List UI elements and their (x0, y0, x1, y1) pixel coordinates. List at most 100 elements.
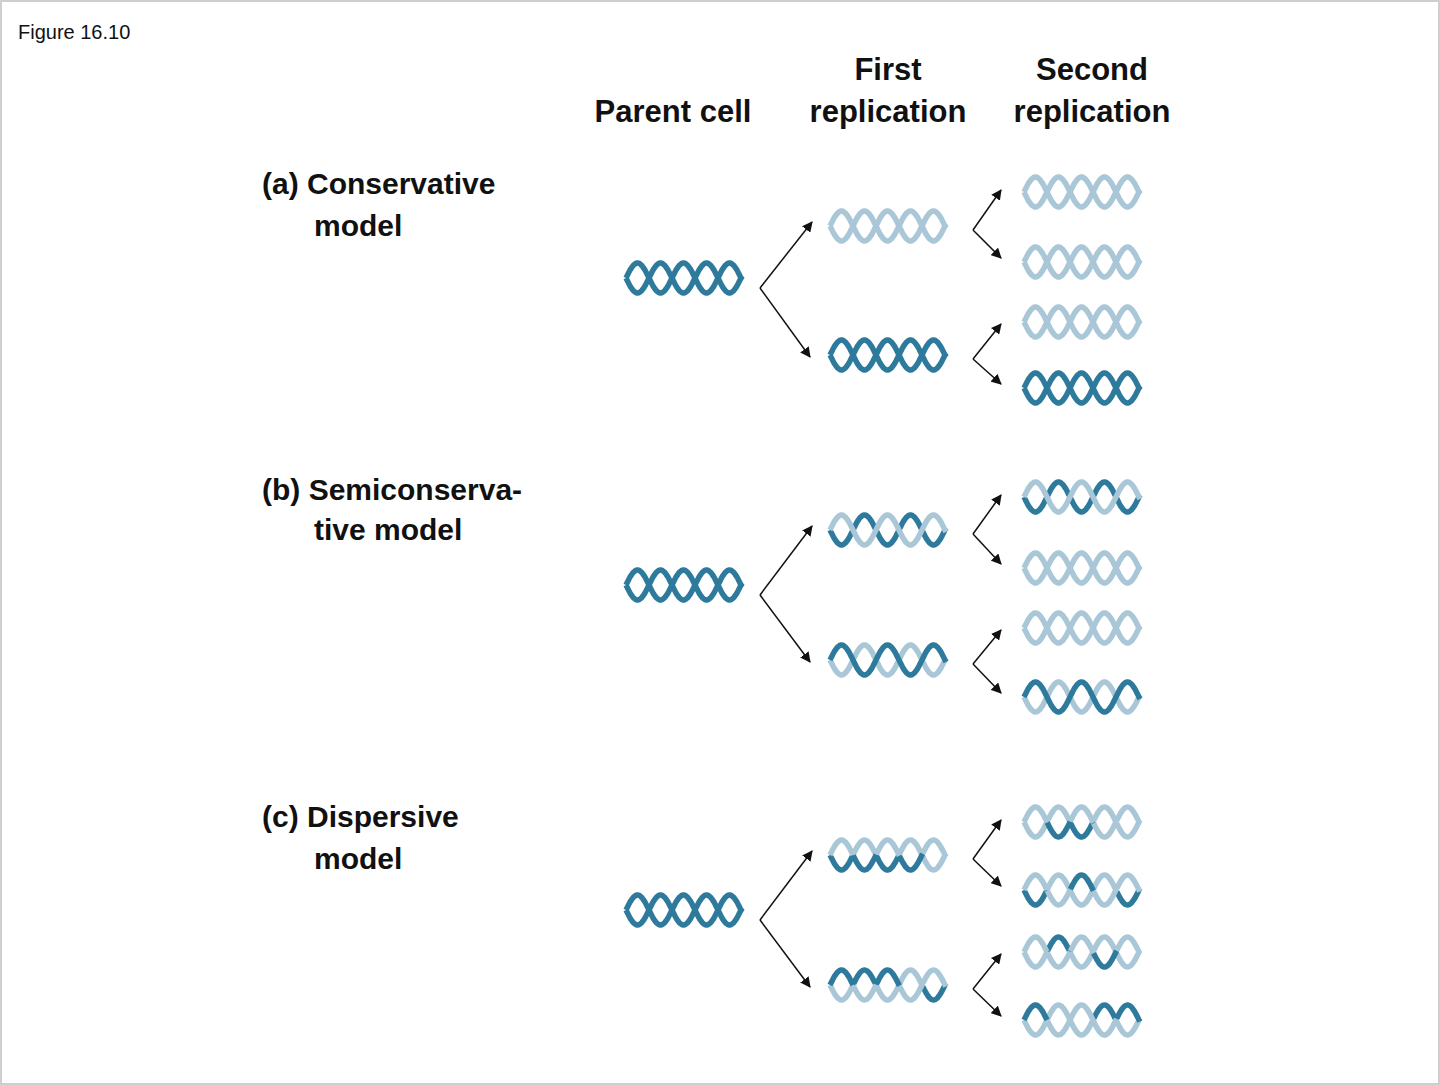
replication-arrow (973, 630, 1001, 664)
dna-strand (923, 983, 946, 1000)
dna-strand (1047, 937, 1070, 952)
dna-helix (830, 211, 946, 241)
dna-strand (830, 340, 946, 370)
replication-arrow (973, 859, 1001, 886)
dna-strand (876, 984, 899, 1000)
dna-strand (876, 840, 899, 856)
dna-strand (1024, 247, 1140, 277)
dna-helix (1024, 1005, 1140, 1035)
dna-strand (876, 970, 899, 986)
dna-strand (923, 853, 946, 870)
dna-strand (1070, 1005, 1093, 1021)
dna-strand (876, 854, 899, 870)
dna-strand (900, 840, 923, 856)
dna-strand (923, 840, 946, 857)
dna-strand (1117, 807, 1140, 824)
dna-strand (830, 855, 853, 870)
dna-strand (830, 840, 853, 855)
dna-strand (1024, 482, 1140, 512)
dna-strand (1094, 875, 1117, 891)
model-label: (a) Conservative model (262, 163, 537, 247)
dna-strand (830, 515, 946, 545)
dna-strand (1117, 937, 1140, 954)
dna-strand (1024, 952, 1047, 967)
dna-helix (1024, 937, 1140, 967)
dna-strand (830, 970, 853, 985)
dna-strand (830, 645, 946, 675)
dna-strand (1024, 553, 1140, 583)
replication-arrow (973, 664, 1001, 693)
dna-strand (1117, 820, 1140, 837)
dna-strand (1070, 1019, 1093, 1035)
dna-strand (626, 263, 742, 293)
dna-strand (1094, 889, 1117, 905)
replication-arrow (973, 820, 1001, 859)
dna-strand (1024, 875, 1047, 890)
dna-helix (1024, 247, 1140, 277)
dna-strand (830, 211, 946, 241)
replication-arrow (760, 920, 810, 987)
dna-strand (1094, 937, 1117, 953)
dna-strand (1024, 807, 1047, 822)
dna-strand (626, 570, 742, 600)
replication-arrow (973, 495, 1001, 534)
dna-helix (1024, 875, 1140, 905)
column-header: Second replication (992, 49, 1192, 133)
dna-strand (1024, 1020, 1047, 1035)
dna-strand (900, 970, 923, 986)
dna-strand (1047, 807, 1070, 822)
dna-strand (1094, 951, 1117, 967)
dna-strand (1024, 553, 1140, 583)
dna-helix (1024, 553, 1140, 583)
dna-strand (1117, 1005, 1140, 1022)
replication-arrow (760, 222, 812, 288)
dna-strand (1024, 613, 1140, 643)
replication-arrow (973, 230, 1001, 258)
dna-strand (626, 570, 742, 600)
dna-strand (1070, 821, 1093, 837)
replication-arrow (973, 359, 1001, 384)
dna-strand (1070, 807, 1093, 823)
dna-strand (1024, 613, 1140, 643)
dna-strand (1094, 821, 1117, 837)
dna-strand (1024, 682, 1140, 712)
dna-strand (1024, 177, 1140, 207)
replication-arrow (760, 526, 812, 595)
replication-arrow (760, 288, 810, 357)
dna-strand (853, 985, 876, 1000)
replication-arrow (973, 324, 1001, 359)
dna-helix (1024, 373, 1140, 403)
dna-helix (830, 340, 946, 370)
replication-arrow (973, 989, 1001, 1016)
dna-strand (830, 985, 853, 1000)
dna-helix (626, 570, 742, 600)
dna-helix (830, 515, 946, 545)
dna-strand (1024, 890, 1047, 905)
dna-strand (923, 970, 946, 987)
dna-strand (853, 840, 876, 855)
dna-strand (1117, 875, 1140, 892)
column-header: First replication (788, 49, 988, 133)
dna-strand (900, 854, 923, 870)
dna-strand (1024, 937, 1047, 952)
dna-strand (1047, 952, 1070, 967)
dna-helix (1024, 613, 1140, 643)
dna-strand (1024, 482, 1140, 512)
dna-strand (1024, 373, 1140, 403)
dna-strand (1047, 1020, 1070, 1035)
dna-strand (1117, 1018, 1140, 1035)
dna-helix (830, 840, 946, 870)
dna-strand (1024, 307, 1140, 337)
dna-helix (626, 895, 742, 925)
column-header: Parent cell (543, 91, 803, 133)
dna-helix (1024, 807, 1140, 837)
replication-arrow (760, 595, 810, 662)
dna-strand (626, 895, 742, 925)
dna-strand (830, 211, 946, 241)
dna-strand (1094, 1019, 1117, 1035)
dna-helix (626, 263, 742, 293)
dna-strand (626, 263, 742, 293)
dna-strand (1024, 682, 1140, 712)
dna-strand (1024, 1005, 1047, 1020)
